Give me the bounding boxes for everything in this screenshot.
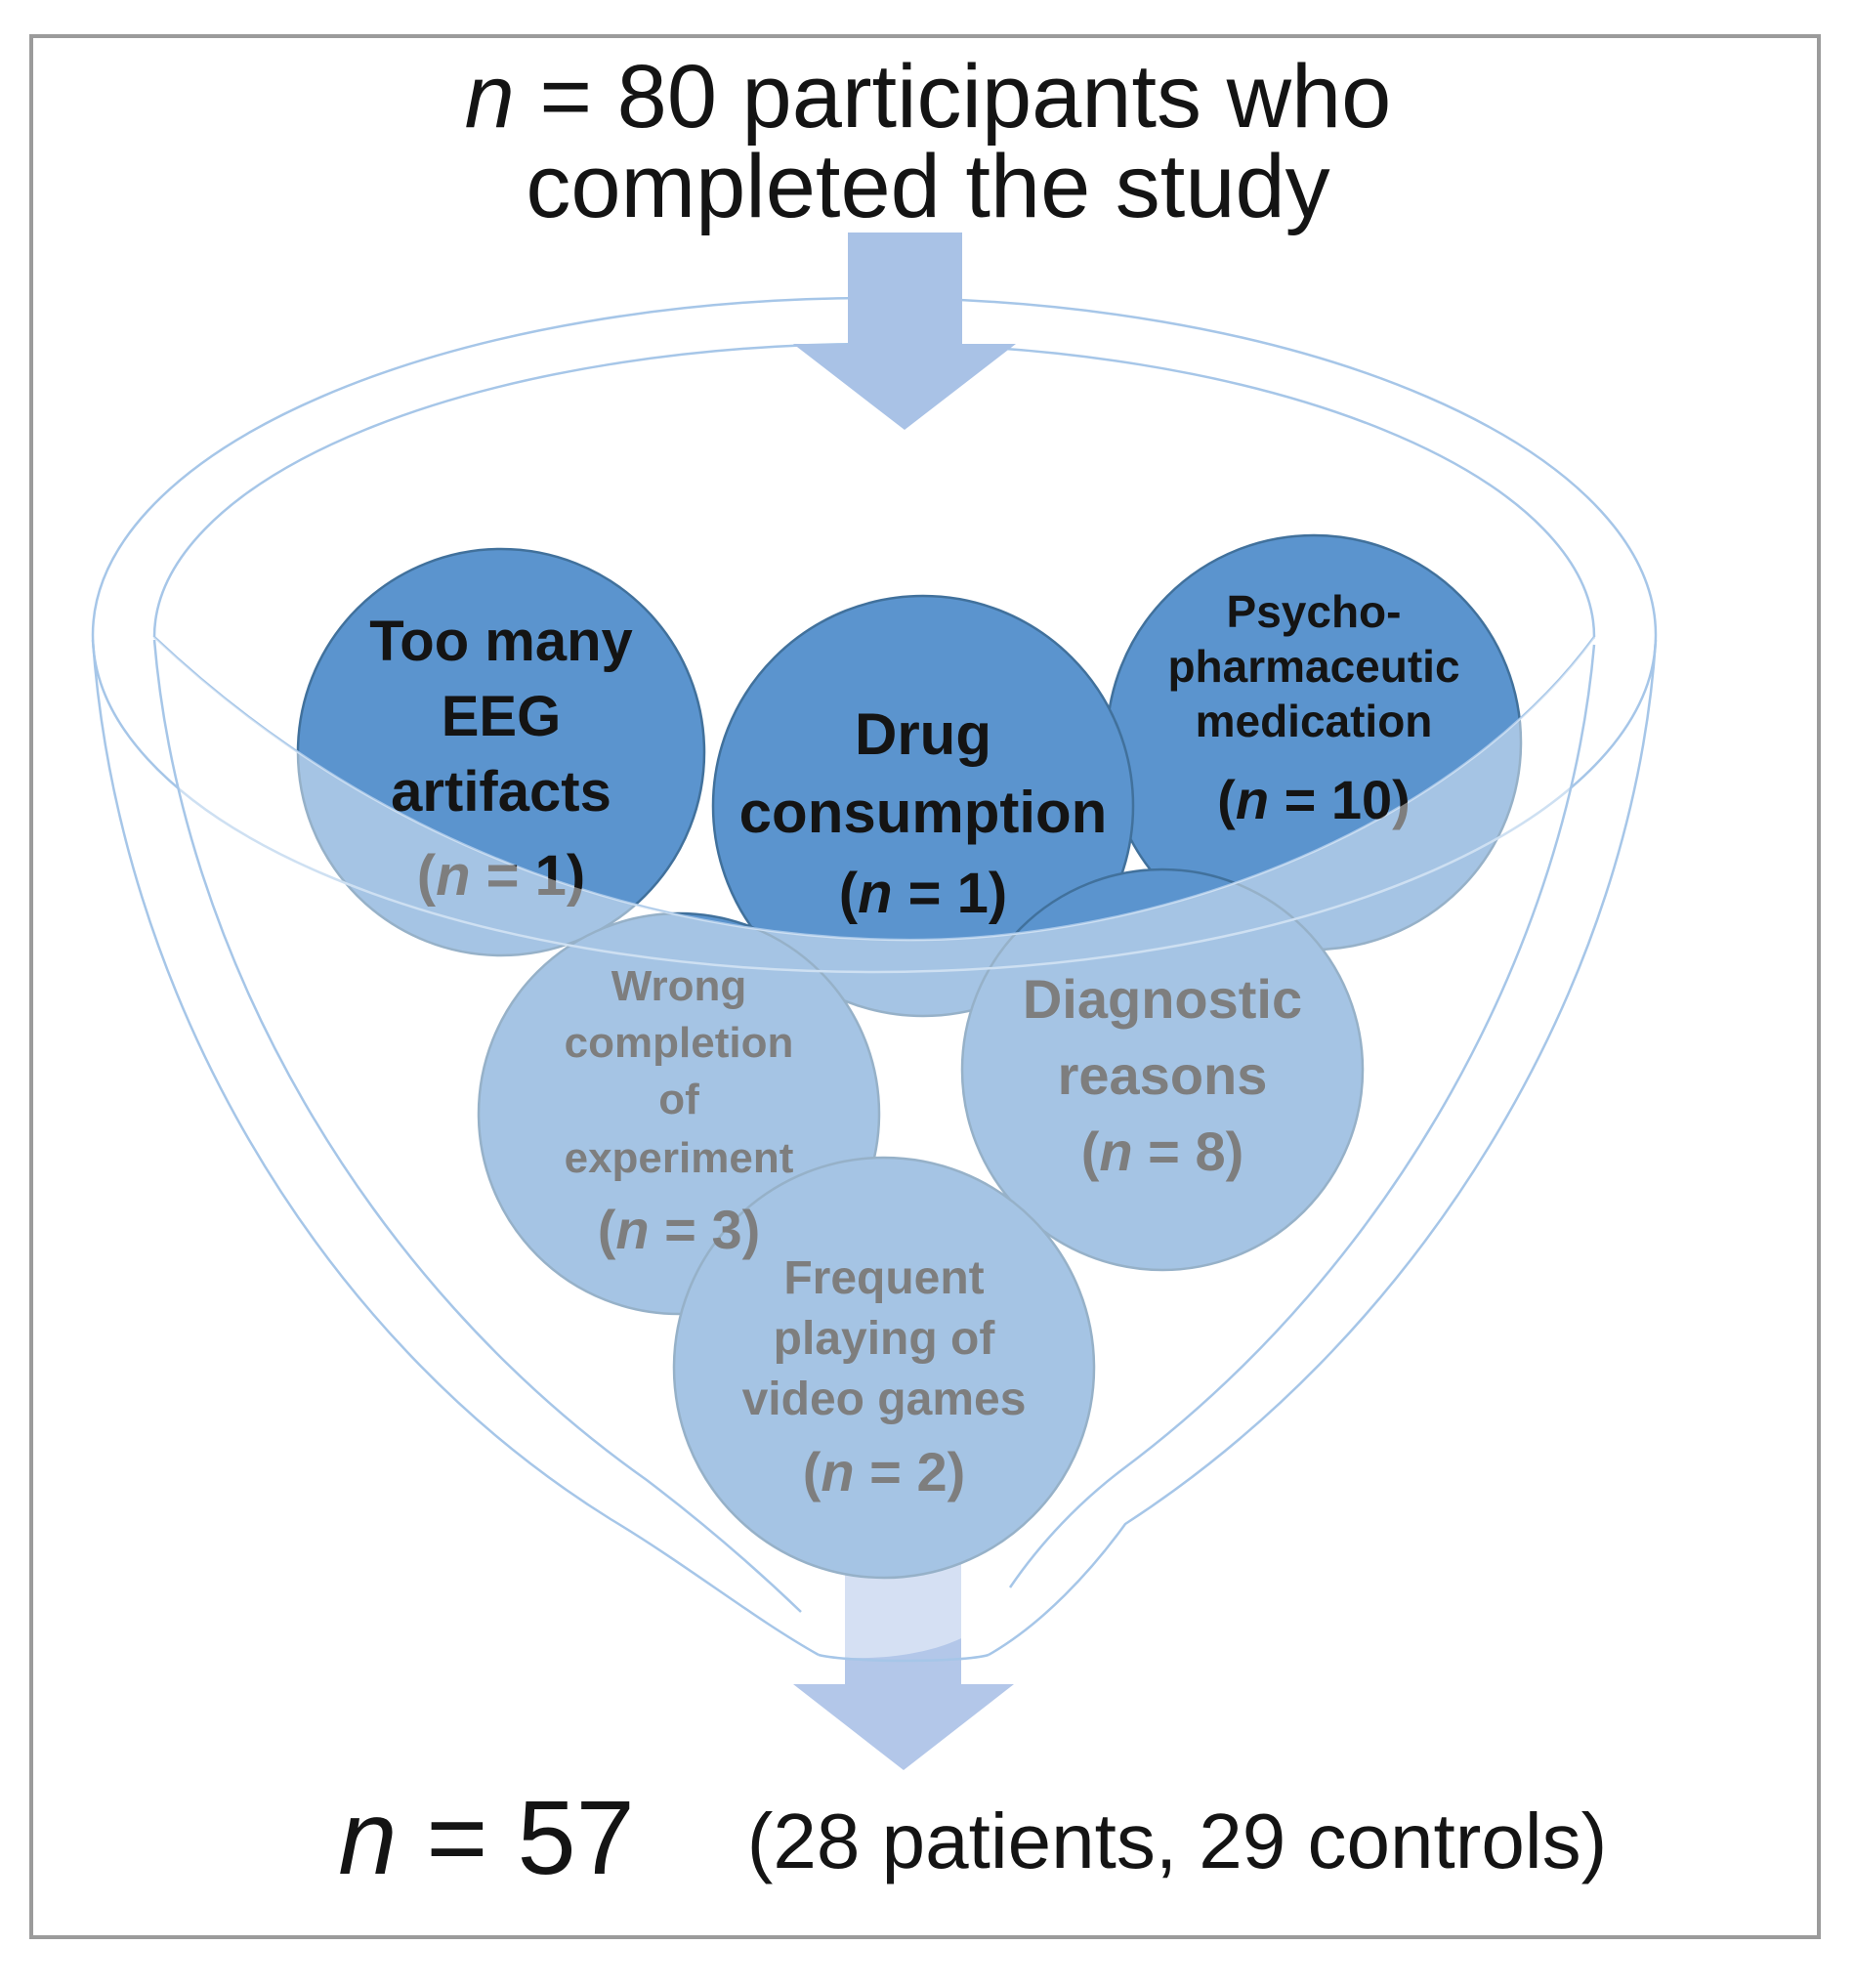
circle-labels: Too many EEG artifacts (n = 1) Psycho- p… [369,586,1459,1502]
circle-label-line: artifacts [391,760,611,824]
circle-label-line: of [658,1076,699,1123]
circle-n-value: (n = 10) [1217,769,1411,830]
circle-label-line: Psycho- [1227,586,1402,637]
funnel-left-inner-wall [152,639,802,1613]
exclusion-circles [296,533,1523,1580]
circle-label-line: Frequent [783,1252,984,1304]
circle-n-value: (n = 3) [598,1199,761,1260]
figure-frame [29,34,1821,1939]
funnel-walls [91,639,1658,1663]
circle-label-line: experiment [565,1134,794,1182]
circle-n-value: (n = 1) [839,862,1007,925]
circle-n-value: (n = 2) [803,1441,966,1502]
circle-label-line: Diagnostic [1023,968,1302,1030]
circle-label-line: Too many [369,610,633,673]
top-label-line2: completed the study [526,137,1329,236]
funnel-right-outer-wall [988,639,1658,1657]
circle-diagnostic-reasons [960,867,1365,1272]
funnel-right-inner-wall [1008,644,1596,1588]
circle-label-line: Drug [855,701,991,767]
funnel-front-face-overlay [154,637,1594,1659]
circle-label-line: medication [1196,696,1433,746]
top-label: n = 80 participants who completed the st… [465,47,1392,236]
bottom-arrow-icon [793,1561,1014,1770]
circle-label-line: consumption [739,780,1108,845]
circle-label-line: playing of [774,1313,996,1365]
circle-label-line: Wrong [611,962,747,1010]
result-n-value: n = 57 [338,1778,634,1896]
funnel-inner-rim-bottom-arc [153,636,1596,942]
result-detail: (28 patients, 29 controls) [747,1798,1607,1884]
circle-n-value: (n = 1) [417,844,585,908]
circle-n-value: (n = 8) [1081,1121,1244,1182]
circle-label-line: pharmaceutic [1167,641,1459,692]
circle-label-line: completion [565,1019,794,1067]
circle-label-line: video games [742,1374,1027,1425]
funnel-left-outer-wall [91,639,820,1657]
top-label-line1: n = 80 participants who [465,47,1392,147]
circle-label-line: EEG [442,685,562,748]
circle-label-line: reasons [1058,1044,1268,1106]
result-label: n = 57 (28 patients, 29 controls) [338,1778,1607,1896]
top-arrow-icon [793,233,1016,430]
circle-drug-consumption [711,594,1135,1018]
circle-frequent-playing-of-video-games [672,1156,1096,1580]
funnel-spout-lip [818,1653,990,1663]
